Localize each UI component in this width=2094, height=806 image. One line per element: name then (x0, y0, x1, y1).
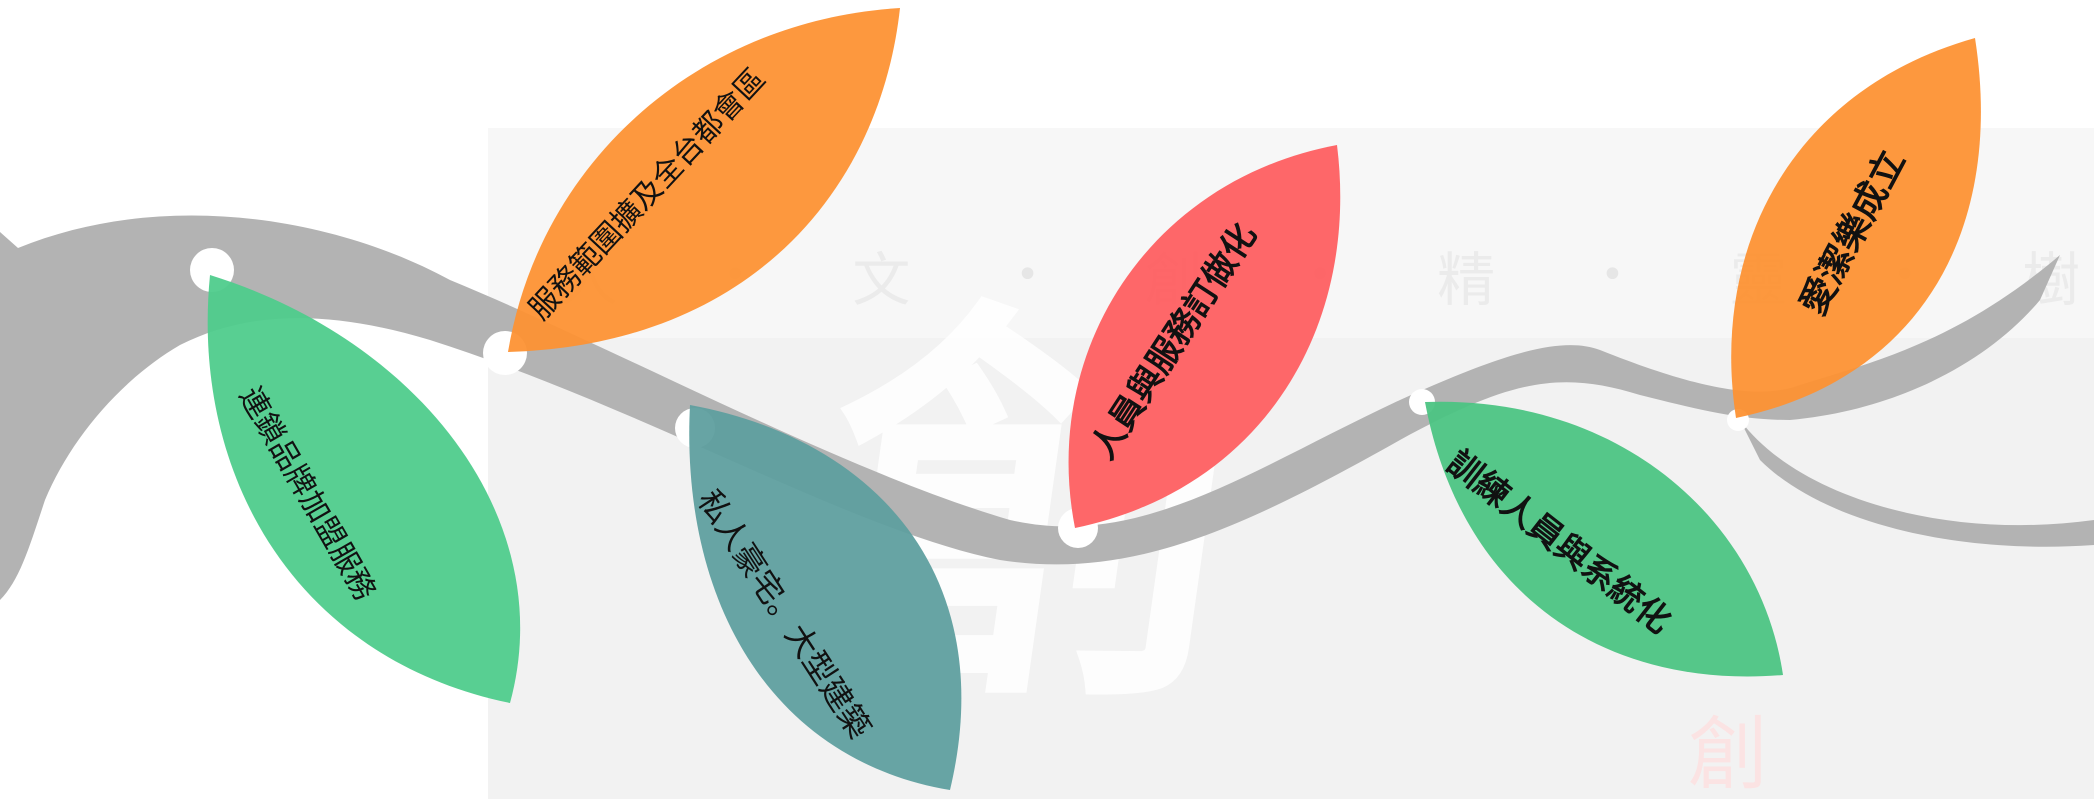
tree-twig (1740, 420, 2094, 547)
leaf-custom-staff (1068, 145, 1341, 528)
leaf-service-scope (508, 8, 900, 352)
leaf-private-homes (689, 405, 962, 790)
tree-branch (0, 215, 2060, 600)
leaf-chain-brand (207, 275, 521, 703)
motto-char: 精 (1437, 246, 1496, 314)
leaf-training (1425, 401, 1783, 677)
motto-char: 文 (852, 246, 911, 314)
leaf-founded (1731, 38, 1981, 418)
corner-logo-mark: 創 (1688, 708, 1768, 801)
